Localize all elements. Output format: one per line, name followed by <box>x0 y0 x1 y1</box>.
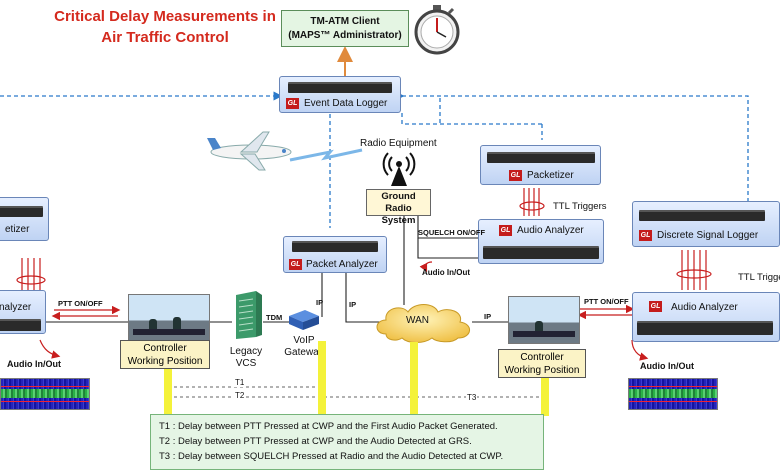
packet-analyzer-box: GL Packet Analyzer <box>283 236 387 273</box>
audio-analyzer-right-box: GL Audio Analyzer <box>632 292 780 342</box>
title-line-1: Critical Delay Measurements in <box>54 8 276 25</box>
server-rack-icon <box>0 319 41 331</box>
squelch-label: SQUELCH ON/OFF <box>418 228 486 237</box>
voip-gateway-label: VoIP Gateway <box>280 335 328 359</box>
t3-label: T3 <box>466 393 478 402</box>
server-rack-icon <box>0 206 43 217</box>
server-rack-icon <box>487 152 595 163</box>
tm-atm-client-box: TM-ATM Client (MAPS™ Administrator) <box>281 10 409 47</box>
ground-radio-line-1: Ground Radio <box>381 191 416 214</box>
audio-analyzer-right-label: Audio Analyzer <box>671 302 738 313</box>
audio-analyzer-left-label: nalyzer <box>0 302 32 313</box>
timing-marker-cwp-right <box>541 376 549 416</box>
title-line-2: Air Traffic Control <box>101 29 229 46</box>
ttl-triggers-label-1: TTL Triggers <box>553 201 607 212</box>
client-line-2: (MAPS™ Administrator) <box>288 30 402 41</box>
packet-analyzer-label: Packet Analyzer <box>306 259 378 270</box>
t2-label: T2 <box>234 391 246 400</box>
radio-tower-icon <box>382 152 416 186</box>
delay-legend-box: T1 : Delay between PTT Pressed at CWP an… <box>150 414 544 470</box>
legacy-vcs-label: Legacy VCS <box>226 346 266 370</box>
client-line-1: TM-ATM Client <box>310 16 380 27</box>
server-rack-icon <box>483 246 599 259</box>
event-data-logger-label: Event Data Logger <box>304 98 388 109</box>
audio-in-out-right-label: Audio In/Out <box>640 361 694 371</box>
gl-logo: GL <box>649 301 662 312</box>
legend-t1: T1 : Delay between PTT Pressed at CWP an… <box>159 421 498 432</box>
wan-cloud-icon <box>376 304 470 343</box>
legacy-vcs-server-icon <box>236 291 262 339</box>
link-logger-to-right <box>395 91 749 205</box>
cwp-right-line-2: Working Position <box>504 365 580 376</box>
server-rack-icon <box>637 321 773 335</box>
gl-logo: GL <box>499 225 512 236</box>
legend-t3: T3 : Delay between SQUELCH Pressed at Ra… <box>159 451 504 462</box>
rf-arcs <box>16 188 712 290</box>
legend-t2: T2 : Delay between PTT Pressed at CWP an… <box>159 436 472 447</box>
ground-radio-line-2: System <box>381 215 416 226</box>
cwp-left-line-2: Working Position <box>127 356 203 367</box>
audio-in-out-left-label: Audio In/Out <box>7 359 61 369</box>
event-data-logger-box: GL Event Data Logger <box>279 76 401 113</box>
wan-label: WAN <box>406 315 429 326</box>
ttl-triggers-label-2: TTL Trigge <box>738 272 780 283</box>
timing-marker-gateway <box>318 341 326 416</box>
packetizer-right-label: Packetizer <box>527 170 574 181</box>
ptt-right-label: PTT ON/OFF <box>584 297 629 306</box>
gl-logo: GL <box>639 230 652 241</box>
airplane-icon <box>207 131 292 171</box>
audio-analyzer-middle-box: GL Audio Analyzer <box>478 219 604 264</box>
discrete-signal-logger-box: GL Discrete Signal Logger <box>632 201 780 247</box>
audio-analyzer-middle-label: Audio Analyzer <box>517 225 584 236</box>
ip-label-3: IP <box>484 312 492 321</box>
server-rack-icon <box>292 241 378 252</box>
gl-logo: GL <box>289 259 302 270</box>
ip-label-2: IP <box>349 300 357 309</box>
ground-radio-system-box: Ground Radio System <box>366 189 431 226</box>
voip-line-2: Gateway <box>284 347 324 358</box>
link-packetizer-right <box>401 112 543 140</box>
timing-marker-cwp-left <box>164 368 172 416</box>
discrete-signal-logger-label: Discrete Signal Logger <box>657 230 759 241</box>
audio-waveform-left <box>0 378 90 410</box>
cwp-right-line-1: Controller <box>520 352 564 363</box>
voip-line-1: VoIP <box>293 335 315 346</box>
timing-marker-grs <box>410 342 418 416</box>
legacy-line-1: Legacy <box>229 346 263 357</box>
voip-router-icon <box>289 310 319 330</box>
stopwatch-icon <box>414 5 460 55</box>
server-rack-icon <box>288 82 392 93</box>
server-rack-icon <box>639 210 765 221</box>
gl-logo: GL <box>509 170 522 181</box>
cwp-left-box: Controller Working Position <box>120 340 210 369</box>
legacy-line-2: VCS <box>235 358 257 369</box>
radio-equipment-label: Radio Equipment <box>360 138 437 149</box>
tdm-label: TDM <box>266 313 283 322</box>
diagram-title: Critical Delay Measurements in Air Traff… <box>30 6 300 48</box>
audio-in-out-mid-label: Audio In/Out <box>422 268 470 277</box>
cwp-left-line-1: Controller <box>143 343 187 354</box>
controller-photo-left <box>128 294 210 342</box>
packetizer-left-label: etizer <box>5 224 30 235</box>
ip-label-1: IP <box>316 298 324 307</box>
cwp-right-box: Controller Working Position <box>498 349 586 378</box>
t1-label: T1 <box>234 378 246 387</box>
packetizer-left-box: etizer <box>0 197 49 241</box>
audio-waveform-right <box>628 378 718 410</box>
audio-analyzer-left-box: nalyzer <box>0 290 46 334</box>
ptt-left-label: PTT ON/OFF <box>58 299 103 308</box>
controller-photo-right <box>508 296 580 344</box>
gl-logo: GL <box>286 98 299 109</box>
radio-link <box>289 148 363 162</box>
packetizer-right-box: GL Packetizer <box>480 145 601 185</box>
